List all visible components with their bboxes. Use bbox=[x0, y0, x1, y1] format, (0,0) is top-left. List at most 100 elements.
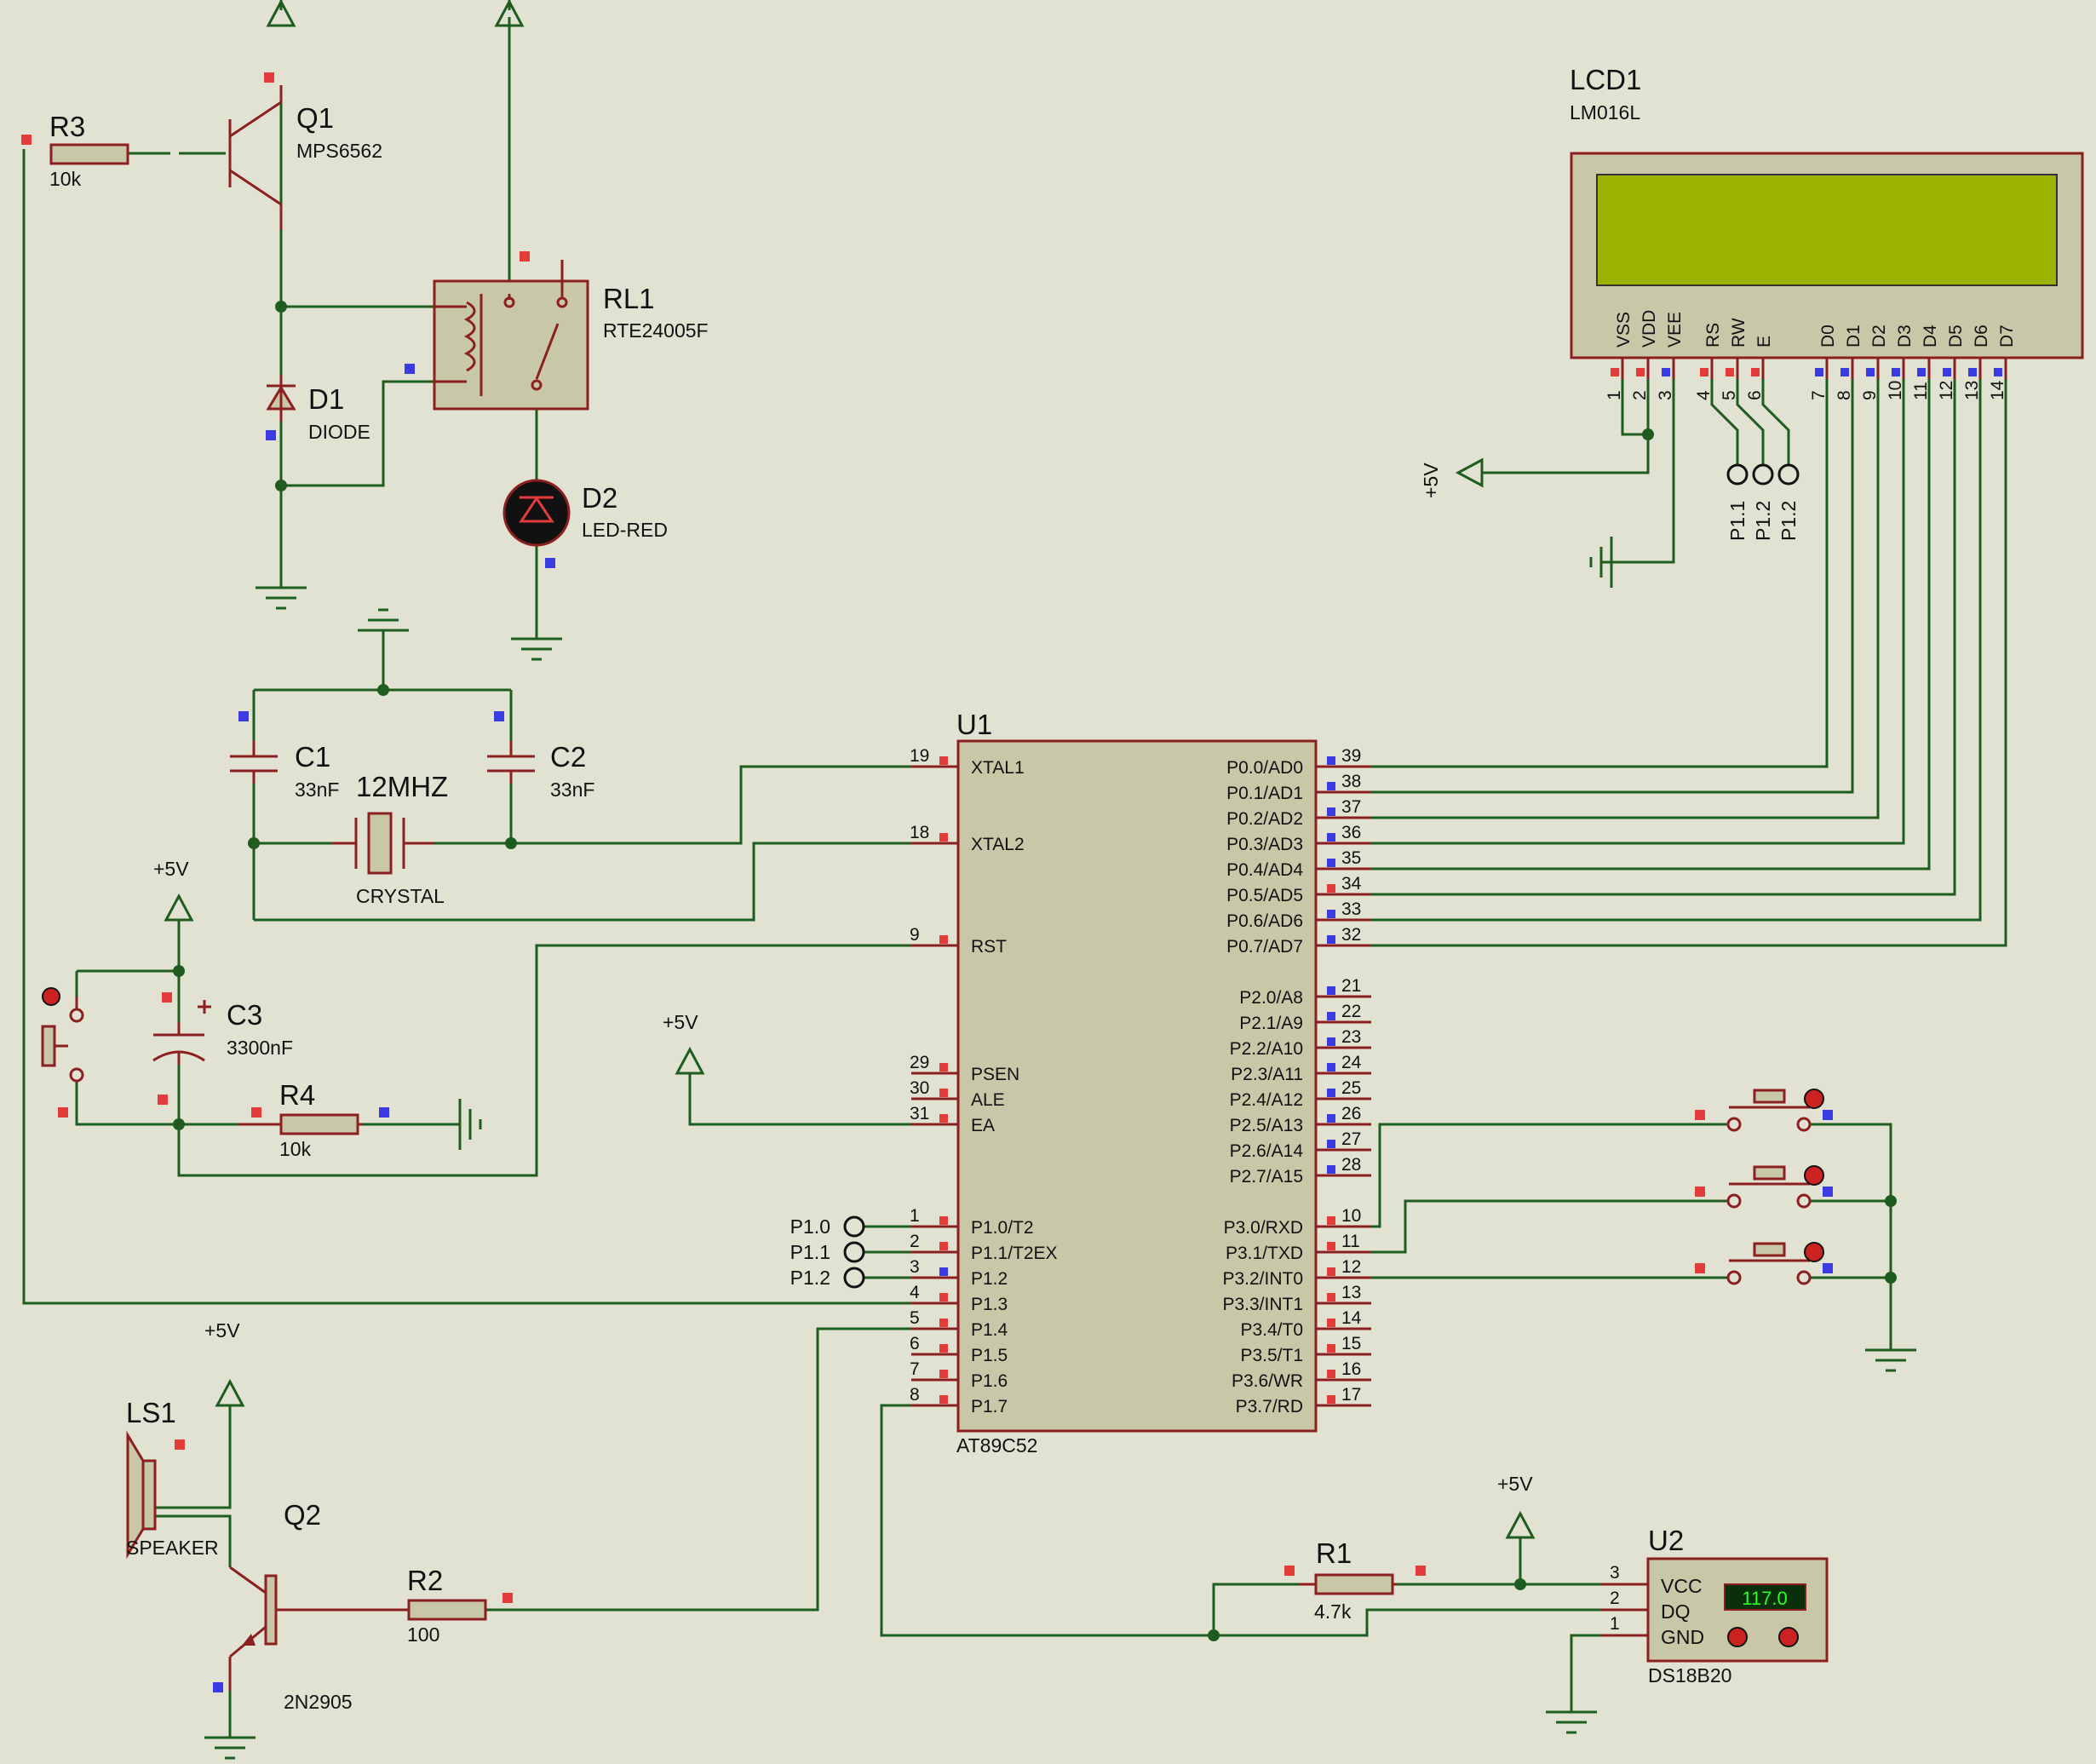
u1-pin-number: 33 bbox=[1341, 899, 1361, 919]
reset-button[interactable] bbox=[41, 987, 84, 1083]
lcd-pin-name: D3 bbox=[1895, 325, 1915, 348]
d2-value: LED-RED bbox=[582, 519, 668, 541]
lcd-pin-name: D7 bbox=[1997, 325, 2017, 348]
u1-pin-name: P2.0/A8 bbox=[1239, 988, 1303, 1008]
lcd-pin-number: 5 bbox=[1720, 390, 1739, 400]
u1-pin-number: 9 bbox=[910, 925, 920, 945]
u1-pin-name: P3.5/T1 bbox=[1240, 1346, 1303, 1365]
u1-pin-number: 27 bbox=[1341, 1129, 1361, 1149]
ls1-vcc-label: +5V bbox=[204, 1319, 240, 1342]
u2-pin-dq: DQ bbox=[1661, 1600, 1691, 1623]
q2-value: 2N2905 bbox=[284, 1691, 353, 1713]
u1-pin-number: 14 bbox=[1341, 1308, 1362, 1328]
relay-rl1[interactable] bbox=[433, 260, 589, 411]
u1-pin-state bbox=[1327, 1012, 1335, 1020]
u1-ref: U1 bbox=[956, 709, 992, 740]
u1-pin-state bbox=[1327, 1063, 1335, 1072]
u1-pin-state bbox=[1327, 986, 1335, 995]
u1-pin-name: P1.5 bbox=[971, 1346, 1008, 1365]
lcd-value: LM016L bbox=[1570, 101, 1640, 124]
transistor-q2[interactable] bbox=[228, 1566, 315, 1691]
r3-ref: R3 bbox=[49, 111, 85, 142]
pin-state-marker bbox=[58, 1107, 68, 1118]
lcd-pin-number: 14 bbox=[1988, 380, 2007, 400]
lcd-pin-name: VDD bbox=[1639, 310, 1659, 348]
c3-ref: C3 bbox=[227, 999, 262, 1031]
lcd-pin-state bbox=[1636, 368, 1645, 376]
lcd-pin-number: 6 bbox=[1745, 390, 1765, 400]
u1-pin-state bbox=[1327, 859, 1335, 867]
lcd-pin-name: E bbox=[1754, 336, 1774, 348]
c3-value: 3300nF bbox=[227, 1037, 293, 1059]
u1-pin-state bbox=[939, 1267, 948, 1276]
lcd-vcc-label: +5V bbox=[1420, 463, 1442, 498]
u1-pin-number: 18 bbox=[910, 823, 929, 842]
speaker-ls1[interactable] bbox=[126, 1430, 157, 1560]
lcd-ref: LCD1 bbox=[1570, 64, 1641, 95]
resistor-r3[interactable] bbox=[49, 143, 129, 165]
lcd-pin-state bbox=[1840, 368, 1849, 376]
u1-pin-number: 30 bbox=[910, 1078, 929, 1098]
u1-pin-name: P1.2 bbox=[971, 1269, 1008, 1289]
u1-pin-name: P2.4/A12 bbox=[1230, 1090, 1303, 1110]
mcu-u1[interactable] bbox=[956, 739, 1318, 1433]
lcd-pin-name: RS bbox=[1703, 323, 1723, 348]
u1-pin-name: P3.4/T0 bbox=[1240, 1320, 1303, 1340]
lcd-lcd1[interactable] bbox=[1570, 152, 2084, 359]
u1-pin-state bbox=[939, 1089, 948, 1097]
pin-state-marker bbox=[1823, 1187, 1833, 1197]
u1-pin-name: P2.6/A14 bbox=[1230, 1141, 1304, 1161]
pin-markers bbox=[21, 72, 2002, 1692]
resistor-r2[interactable] bbox=[315, 1599, 487, 1621]
terminals bbox=[843, 463, 1800, 1289]
pin-state-marker bbox=[1284, 1566, 1295, 1576]
q1-ref: Q1 bbox=[296, 102, 334, 134]
transistor-q1[interactable] bbox=[228, 85, 283, 230]
junctions bbox=[173, 301, 1897, 1641]
d1-ref: D1 bbox=[308, 383, 344, 415]
ea-vcc-label: +5V bbox=[663, 1011, 698, 1033]
pin-state-marker bbox=[175, 1439, 185, 1450]
u1-pin-number: 38 bbox=[1341, 772, 1361, 791]
capacitor-c1[interactable] bbox=[230, 741, 278, 784]
resistor-r4[interactable] bbox=[238, 1113, 362, 1135]
diode-d1[interactable] bbox=[266, 375, 296, 422]
pin-state-marker bbox=[545, 558, 555, 568]
crystal-x1[interactable] bbox=[332, 812, 434, 875]
lcd-pin-state bbox=[1726, 368, 1734, 376]
u2-pin-num-dq: 2 bbox=[1610, 1589, 1620, 1608]
u1-pin-name: RST bbox=[971, 937, 1007, 957]
lcd-pin-number: 4 bbox=[1694, 390, 1714, 400]
pin-state-marker bbox=[162, 992, 172, 1003]
sensor-u2[interactable] bbox=[1601, 1557, 1829, 1663]
u1-pin-state bbox=[1327, 935, 1335, 944]
pushbutton-knobs bbox=[1804, 1089, 1824, 1262]
pin-state-marker bbox=[158, 1095, 168, 1105]
u2-display-value: 117.0 bbox=[1742, 1588, 1787, 1609]
u1-pin-name: P1.3 bbox=[971, 1295, 1008, 1314]
u1-pin-state bbox=[1327, 1089, 1335, 1097]
capacitor-c3[interactable] bbox=[152, 1000, 211, 1065]
lcd-pin-number: 2 bbox=[1630, 390, 1650, 400]
pin-state-marker bbox=[379, 1107, 389, 1118]
u1-pin-labels: XTAL119XTAL218RST9PSEN29ALE30EA31P1.0/T2… bbox=[910, 746, 1362, 1416]
u1-pin-number: 12 bbox=[1341, 1257, 1361, 1277]
u1-pin-state bbox=[1327, 1165, 1335, 1174]
pushbuttons[interactable] bbox=[1726, 1089, 1812, 1285]
u1-pin-state bbox=[939, 1242, 948, 1250]
r2-ref: R2 bbox=[407, 1565, 443, 1596]
resistor-r1[interactable] bbox=[1299, 1573, 1397, 1595]
lcd-pin-state bbox=[1700, 368, 1708, 376]
u1-pin-name: P0.7/AD7 bbox=[1226, 937, 1303, 957]
ls1-ref: LS1 bbox=[126, 1397, 176, 1428]
capacitor-c2[interactable] bbox=[487, 741, 535, 784]
lcd-pin-name: VSS bbox=[1614, 312, 1634, 348]
u1-pin-name: P0.2/AD2 bbox=[1226, 809, 1303, 829]
wires bbox=[22, 0, 2007, 1738]
pin-state-marker bbox=[213, 1682, 223, 1692]
u1-pin-name: ALE bbox=[971, 1090, 1005, 1110]
r1-ref: R1 bbox=[1316, 1537, 1352, 1569]
pin-state-marker bbox=[1695, 1187, 1705, 1197]
led-d2[interactable] bbox=[502, 479, 571, 547]
d1-value: DIODE bbox=[308, 421, 370, 443]
